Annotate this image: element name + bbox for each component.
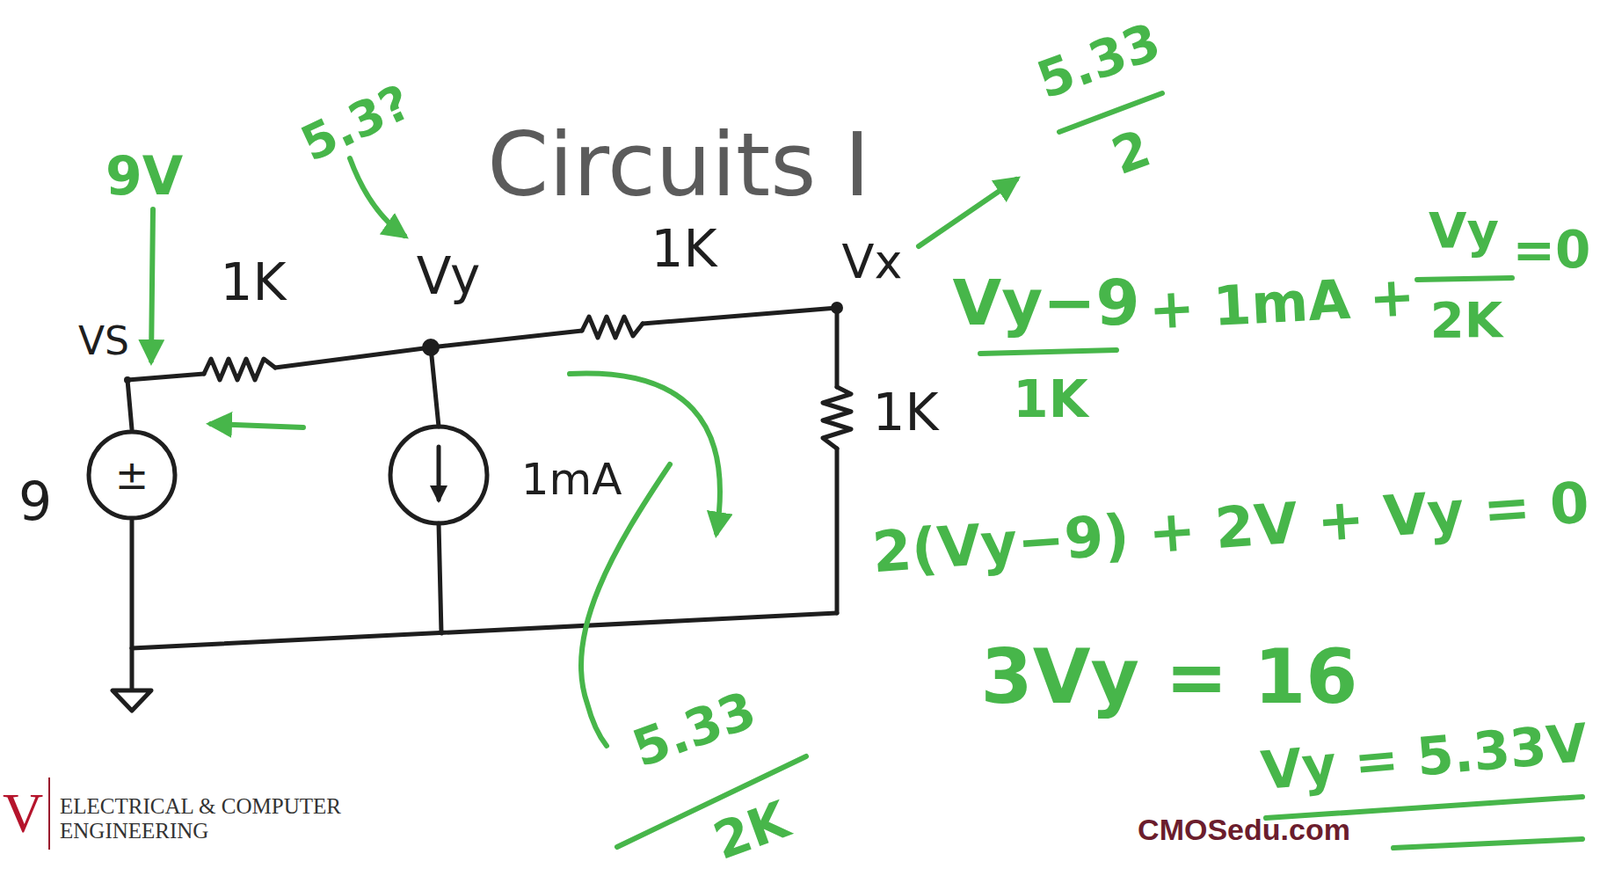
equation-term: 1K bbox=[1012, 371, 1088, 429]
current-note: 5.33 bbox=[625, 682, 764, 779]
resistor-symbol bbox=[203, 358, 276, 380]
logo-divider bbox=[48, 777, 51, 850]
current-note: 2K bbox=[706, 791, 797, 870]
source-circle bbox=[88, 431, 175, 518]
wire bbox=[127, 373, 204, 380]
title: Circuits I bbox=[487, 116, 870, 214]
resistor-symbol bbox=[822, 386, 851, 449]
current-arrow bbox=[436, 446, 442, 500]
equation-term: =0 bbox=[1512, 222, 1592, 279]
voltage-source-symbol: ± bbox=[86, 429, 178, 521]
voltage-note: 5.3? bbox=[293, 74, 420, 171]
ground-symbol bbox=[112, 647, 152, 711]
equation-term: 2K bbox=[1430, 292, 1503, 348]
resistor-symbol bbox=[581, 316, 643, 338]
current-direction-arrow bbox=[569, 373, 720, 533]
voltage-note: 2 bbox=[1105, 120, 1158, 186]
department-name: ELECTRICAL & COMPUTER ENGINEERING bbox=[59, 793, 394, 843]
wire bbox=[835, 307, 840, 387]
answer-underline bbox=[1393, 838, 1583, 848]
fraction-bar bbox=[980, 349, 1117, 354]
annotation-arrow bbox=[349, 158, 405, 236]
node-name: Vy bbox=[416, 248, 480, 306]
annotation-arrow bbox=[918, 179, 1017, 247]
node-dot bbox=[421, 338, 440, 357]
logo-letter: V bbox=[2, 782, 44, 844]
wire bbox=[430, 330, 582, 348]
node-name: Vx bbox=[842, 235, 903, 288]
source-value: 9 bbox=[18, 472, 52, 531]
equation-term: Vy bbox=[1428, 203, 1499, 258]
source-value: 1mA bbox=[521, 455, 623, 504]
resistor-value: 1K bbox=[220, 254, 287, 312]
current-direction-arrow bbox=[210, 423, 304, 428]
website: CMOSedu.com bbox=[1137, 813, 1351, 846]
voltage-note: 5.33 bbox=[1030, 14, 1168, 110]
equation: 2(Vy−9) + 2V + Vy = 0 bbox=[870, 471, 1592, 583]
node-dot bbox=[123, 376, 131, 384]
annotation-curve bbox=[581, 464, 670, 746]
fraction-bar bbox=[1417, 277, 1513, 280]
wire bbox=[430, 347, 439, 427]
voltage-note: 9V bbox=[105, 146, 183, 205]
answer: Vy = 5.33V bbox=[1258, 712, 1590, 800]
equation-term: + 1mA + bbox=[1147, 266, 1417, 341]
node-dot bbox=[830, 301, 844, 314]
annotation-arrow bbox=[151, 209, 153, 361]
wire bbox=[438, 523, 442, 633]
wire bbox=[642, 307, 837, 324]
resistor-value: 1K bbox=[651, 221, 718, 278]
node-name: VS bbox=[78, 320, 130, 363]
current-source-symbol bbox=[390, 426, 488, 524]
resistor-value: 1K bbox=[872, 385, 939, 442]
equation: 3Vy = 16 bbox=[980, 635, 1358, 719]
wire bbox=[275, 347, 431, 368]
polarity-mark: ± bbox=[115, 454, 150, 495]
wire bbox=[130, 520, 135, 648]
wire bbox=[835, 448, 840, 613]
equation-term: Vy−9 bbox=[952, 268, 1140, 338]
wire bbox=[131, 612, 837, 648]
wire bbox=[127, 379, 132, 430]
